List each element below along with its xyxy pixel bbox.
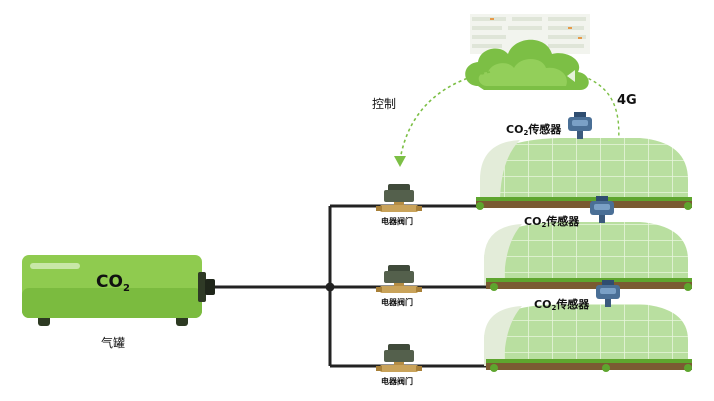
sensor-3-icon — [596, 280, 620, 307]
pipe-network — [205, 204, 495, 368]
control-signal-arrow — [399, 71, 491, 161]
valve-3 — [376, 344, 422, 372]
4g-label: 4G — [617, 93, 637, 108]
greenhouse-1 — [476, 138, 692, 210]
valve-2-label: 电器阀门 — [381, 298, 413, 307]
valve-2 — [376, 265, 422, 293]
valve-1-label: 电器阀门 — [381, 217, 413, 226]
tank-caption: 气罐 — [101, 336, 126, 350]
control-label: 控制 — [372, 97, 397, 111]
cloud-icon — [465, 39, 589, 90]
sensor-2-icon — [590, 196, 614, 223]
tank-co2-label: CO2 — [96, 272, 130, 294]
valve-1 — [376, 184, 422, 212]
sensor-1-icon — [568, 112, 592, 139]
sensor-1-label: CO2传感器 — [506, 123, 562, 137]
control-arrow-head — [394, 156, 406, 167]
sensor-3-label: CO2传感器 — [534, 298, 590, 312]
4g-signal-line — [582, 75, 620, 151]
greenhouse-2 — [484, 222, 692, 291]
valve-3-label: 电器阀门 — [381, 377, 413, 386]
pipe-junction — [325, 282, 335, 292]
sensor-2-label: CO2传感器 — [524, 215, 580, 229]
co2-tank — [22, 255, 215, 326]
greenhouse-3 — [484, 304, 692, 372]
